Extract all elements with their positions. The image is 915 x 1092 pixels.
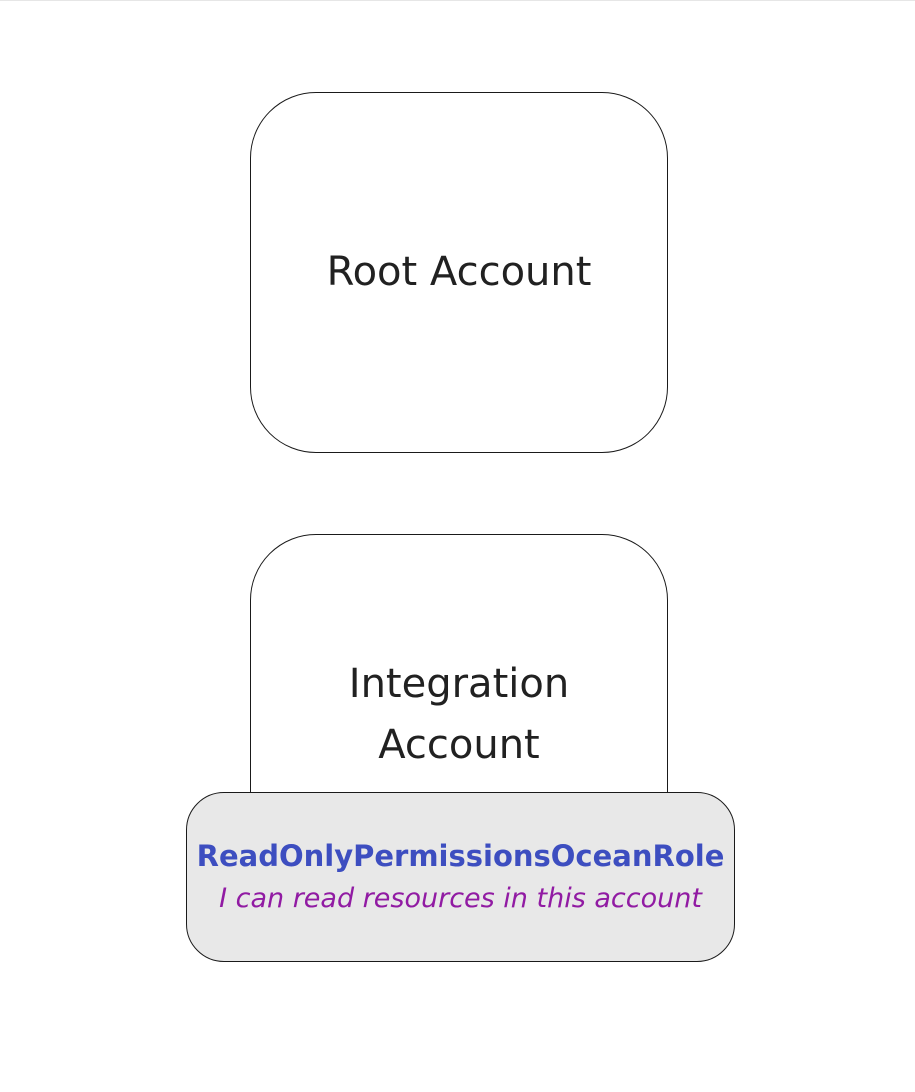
role-badge-description: I can read resources in this account [219,883,702,914]
integration-account-label-line-2: Account [378,722,540,768]
integration-account-label-line-1: Integration [348,661,570,707]
role-badge: ReadOnlyPermissionsOceanRole I can read … [186,792,735,962]
role-badge-name: ReadOnlyPermissionsOceanRole [196,839,725,873]
root-account-label: Root Account [326,249,592,295]
node-root-account: Root Account [250,92,668,453]
page-top-edge [0,0,915,1]
